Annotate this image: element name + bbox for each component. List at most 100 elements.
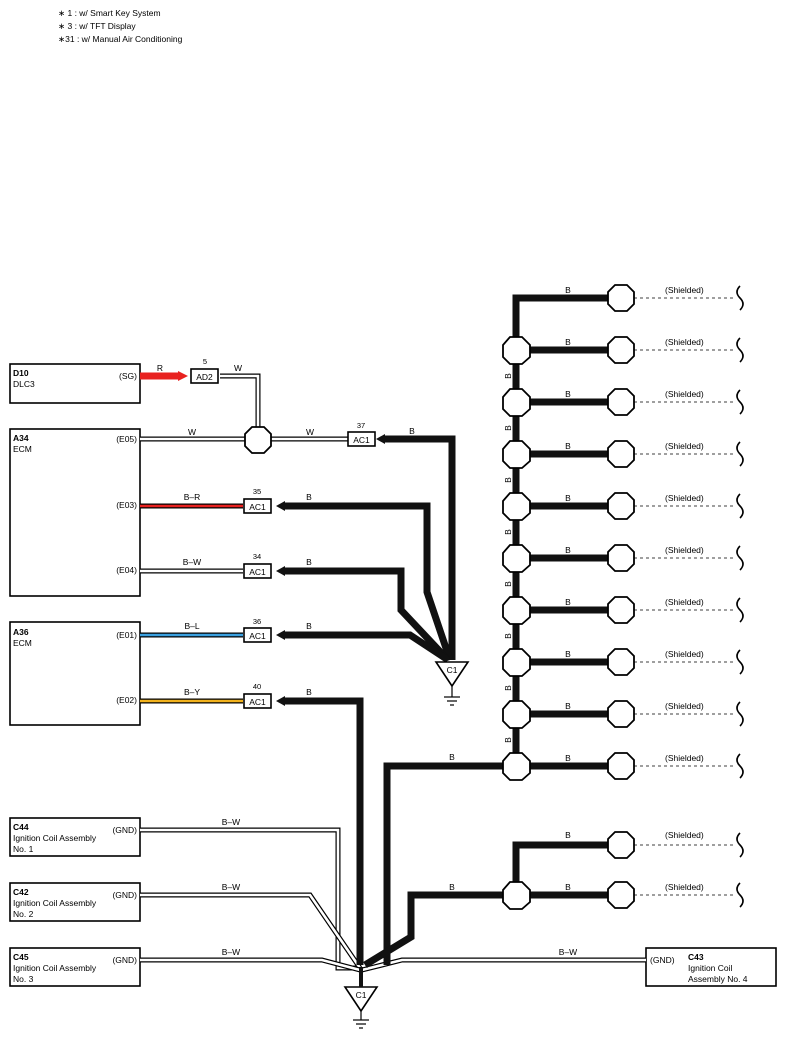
wire-bw-c43-outline xyxy=(361,957,646,973)
ground-c1-bottom: C1 xyxy=(343,967,379,1029)
connector-ac1-40-pin: 40 xyxy=(253,682,261,691)
splice-2 xyxy=(502,336,531,365)
wire-label-w-e05: W xyxy=(188,427,196,437)
wire-label-branch-3: B xyxy=(565,389,571,399)
connector-ac1-36 xyxy=(243,627,272,643)
wire-bw-c43-fill xyxy=(361,958,646,972)
shield-term-12 xyxy=(607,881,635,909)
connector-ac1-34-label: AC1 xyxy=(249,567,266,577)
wire-label-b-35: B xyxy=(306,492,312,502)
shield-term-11 xyxy=(607,831,635,859)
shielded-labels: (Shielded) (Shielded) (Shielded) (Shield… xyxy=(665,285,704,892)
wire-label-branch-4: B xyxy=(565,441,571,451)
c43-box xyxy=(645,947,777,987)
wire-r-arrow xyxy=(178,371,188,381)
c42-box xyxy=(9,882,141,922)
wire-label-branch-11: B xyxy=(565,830,571,840)
c45-box xyxy=(9,947,141,987)
c43-code: C43 xyxy=(688,952,704,962)
wire-label-bl: B–L xyxy=(184,621,199,631)
connectors: AD2 5 AC1 37 AC1 35 AC1 34 AC1 36 AC1 40 xyxy=(190,357,376,709)
splice-points xyxy=(244,284,635,910)
wire-label-branch-9: B xyxy=(565,701,571,711)
shield-term-7 xyxy=(607,596,635,624)
wire-label-w-ad2: W xyxy=(234,363,242,373)
a34-pin-e05: (E05) xyxy=(116,434,137,444)
a34-box xyxy=(9,428,141,597)
break-icon-5 xyxy=(736,493,744,519)
a34-name: ECM xyxy=(13,444,32,454)
break-icon-8 xyxy=(736,649,744,675)
wire-label-b-37: B xyxy=(409,426,415,436)
shielded-label-3: (Shielded) xyxy=(665,389,704,399)
connector-ac1-40 xyxy=(243,693,272,709)
splice-3 xyxy=(502,388,531,417)
wire-b-shield-lower xyxy=(363,891,504,968)
wire-label-branch-6: B xyxy=(565,545,571,555)
wire-labels: R W W W B B–R B B–W B B–L B B–Y B B–W B–… xyxy=(157,285,577,957)
wire-label-b-36: B xyxy=(306,621,312,631)
ground-c1-top-triangle xyxy=(434,661,470,688)
wire-label-trunk-2: B xyxy=(503,425,513,431)
shield-term-2 xyxy=(607,336,635,364)
wire-label-bw-c43: B–W xyxy=(559,947,577,957)
shielded-label-8: (Shielded) xyxy=(665,649,704,659)
c45-line1: Ignition Coil Assembly xyxy=(13,963,97,973)
wire-label-branch-5: B xyxy=(565,493,571,503)
c45-pin-gnd: (GND) xyxy=(112,955,137,965)
shielded-label-7: (Shielded) xyxy=(665,597,704,607)
connector-ad2 xyxy=(190,368,219,384)
wire-label-b-40: B xyxy=(306,687,312,697)
wire-bw-c45-fill xyxy=(140,958,361,972)
arrow-35 xyxy=(276,501,285,511)
wire-b-shield-main xyxy=(383,762,504,965)
ground-arrows xyxy=(276,434,385,706)
component-boxes xyxy=(9,363,777,987)
shield-term-9 xyxy=(607,700,635,728)
connector-ac1-40-label: AC1 xyxy=(249,697,266,707)
c42-pin-gnd: (GND) xyxy=(112,890,137,900)
c43-line1: Ignition Coil xyxy=(688,963,733,973)
c43-line2: Assembly No. 4 xyxy=(688,974,748,984)
splice-6 xyxy=(502,544,531,573)
connector-ac1-36-pin: 36 xyxy=(253,617,261,626)
splice-7 xyxy=(502,596,531,625)
ground-wires xyxy=(284,294,608,968)
shielded-label-6: (Shielded) xyxy=(665,545,704,555)
connector-ac1-35-label: AC1 xyxy=(249,502,266,512)
break-icon-10 xyxy=(736,753,744,779)
c45-code: C45 xyxy=(13,952,29,962)
wire-bw-c42-outline xyxy=(140,892,363,970)
shield-term-8 xyxy=(607,648,635,676)
c44-line2: No. 1 xyxy=(13,844,34,854)
wire-label-b-lower: B xyxy=(449,882,455,892)
wire-w-ad2-outline xyxy=(220,373,261,428)
wire-label-w-splice: W xyxy=(306,427,314,437)
wire-bw-c44-fill xyxy=(140,828,360,970)
wire-b-37 xyxy=(384,435,456,660)
break-icon-12 xyxy=(736,882,744,908)
shielded-label-5: (Shielded) xyxy=(665,493,704,503)
wire-label-b-34: B xyxy=(306,557,312,567)
splice-10 xyxy=(502,752,531,781)
a34-pin-e03: (E03) xyxy=(116,500,137,510)
wire-label-branch-8: B xyxy=(565,649,571,659)
wire-w-ad2-fill xyxy=(220,374,260,428)
shielded-label-2: (Shielded) xyxy=(665,337,704,347)
connector-ac1-35-pin: 35 xyxy=(253,487,261,496)
wire-label-trunk-5: B xyxy=(503,581,513,587)
shielded-label-9: (Shielded) xyxy=(665,701,704,711)
a36-box xyxy=(9,621,141,726)
connector-ac1-37-label: AC1 xyxy=(353,435,370,445)
wire-label-branch-12: B xyxy=(565,882,571,892)
shield-term-4 xyxy=(607,440,635,468)
wire-label-trunk-1: B xyxy=(503,373,513,379)
connector-ac1-35 xyxy=(243,498,272,514)
wire-label-branch-10: B xyxy=(565,753,571,763)
break-icon-7 xyxy=(736,597,744,623)
ground-c1-top: C1 xyxy=(434,661,470,706)
wire-label-bw-c42: B–W xyxy=(222,882,240,892)
splice-12 xyxy=(502,881,531,910)
shield-term-1 xyxy=(607,284,635,312)
wire-label-branch-1: B xyxy=(565,285,571,295)
